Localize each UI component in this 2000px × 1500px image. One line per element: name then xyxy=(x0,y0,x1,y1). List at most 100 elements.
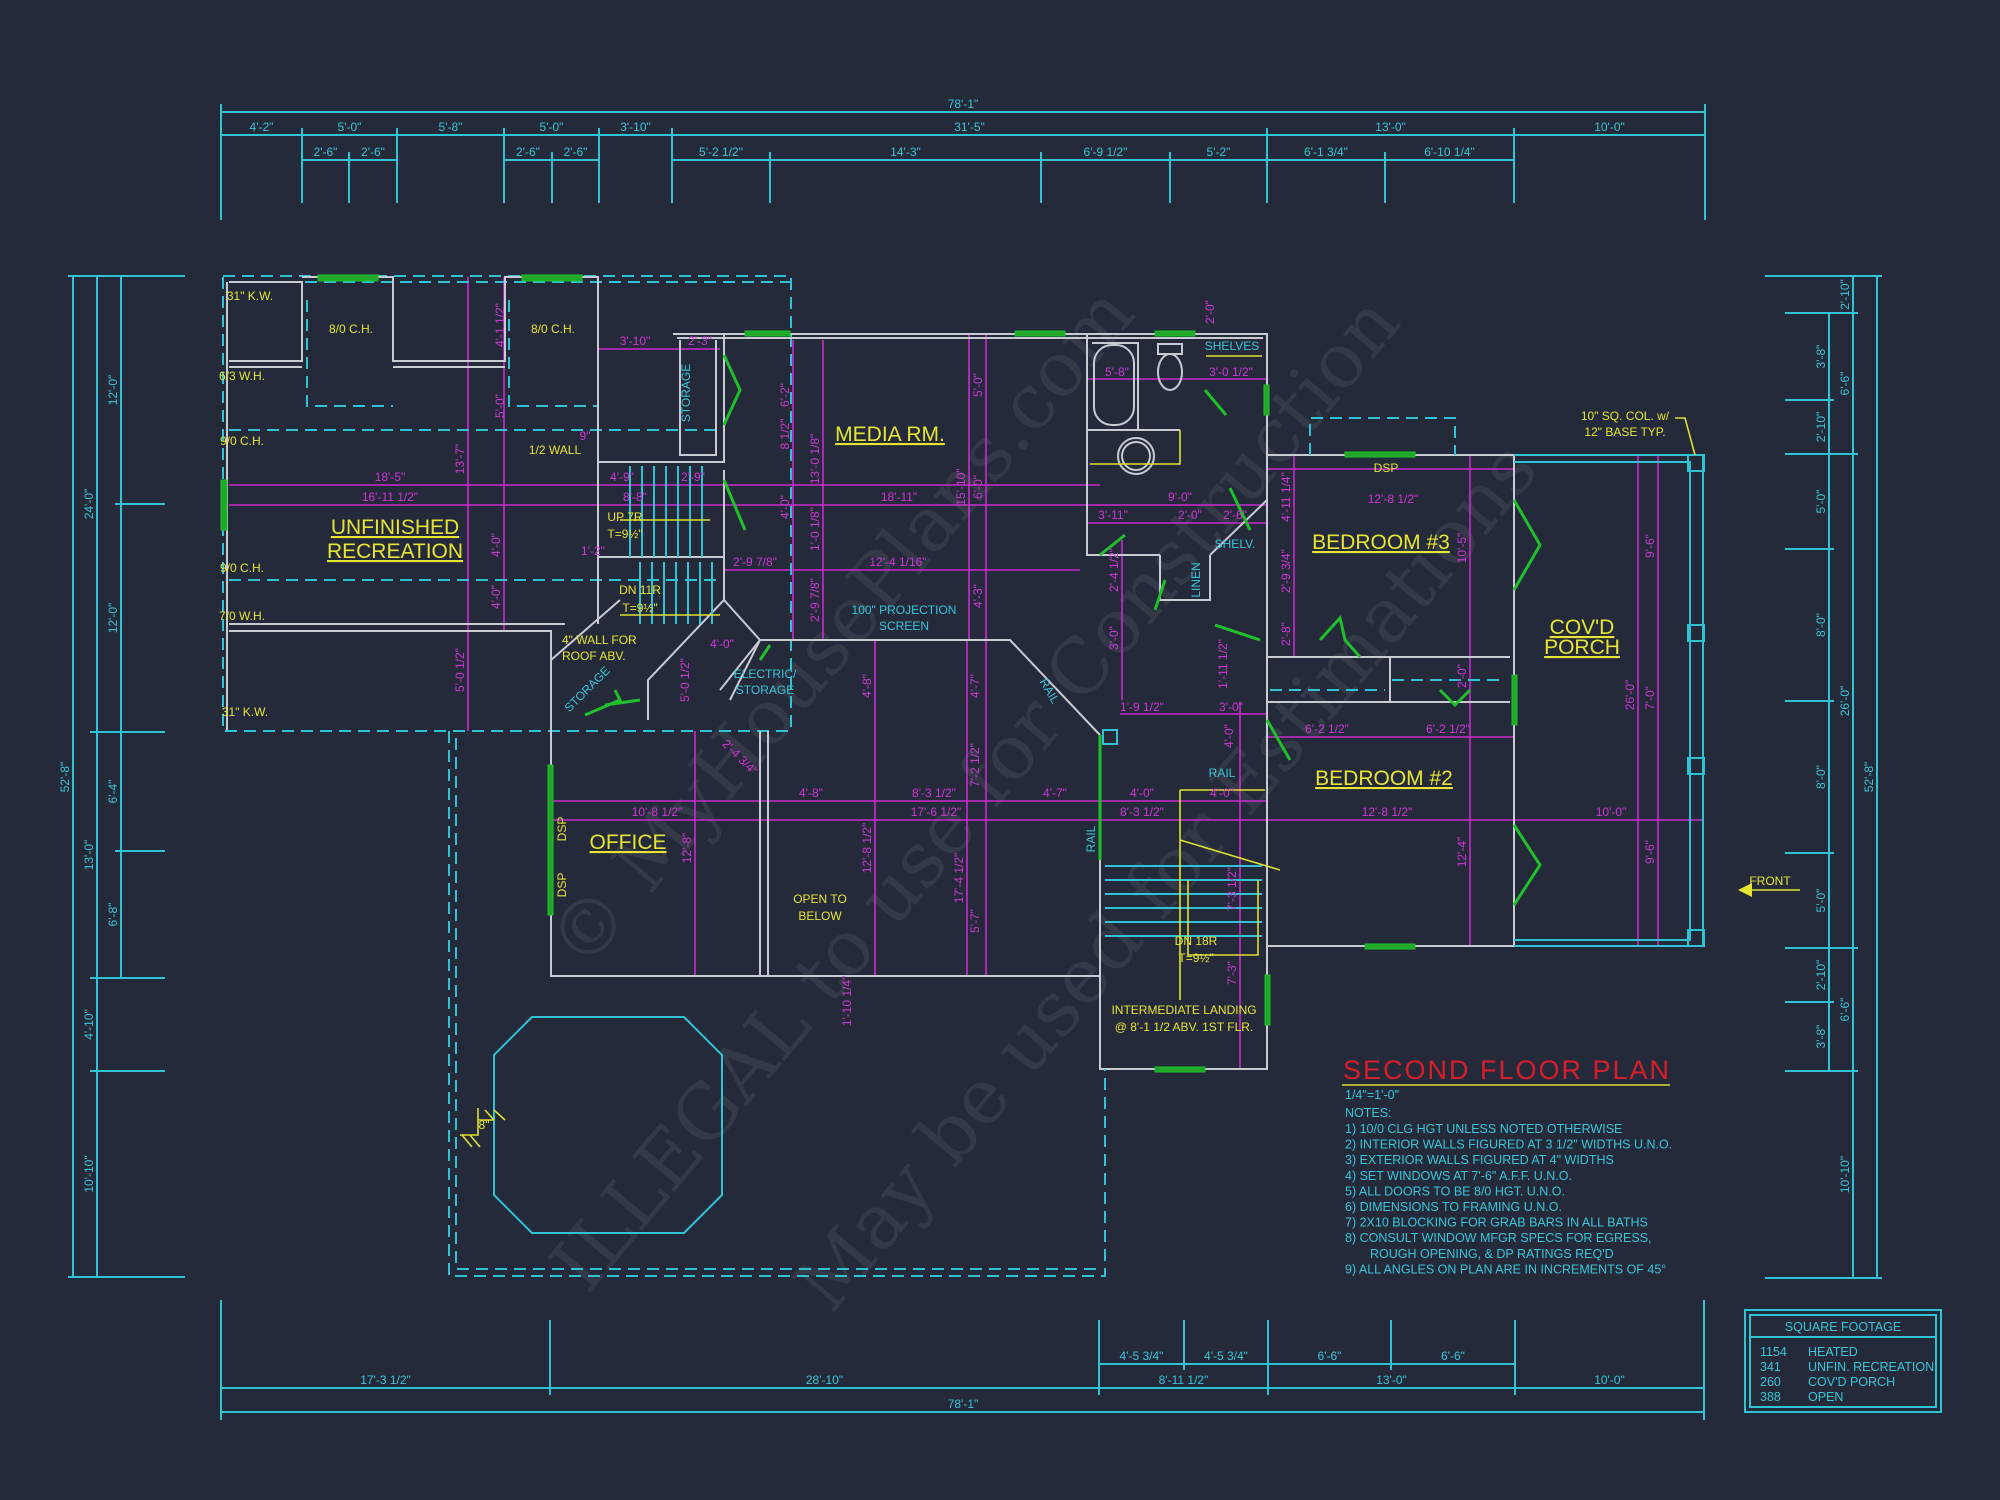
top-dimension: 4'-2" xyxy=(250,120,274,134)
bottom-dimension: 4'-5 3/4" xyxy=(1204,1349,1248,1363)
right-dimension: 3'-8" xyxy=(1814,1025,1828,1049)
square-footage-heading: SQUARE FOOTAGE xyxy=(1785,1320,1901,1334)
note-item: ROUGH OPENING, & DP RATINGS REQ'D xyxy=(1370,1247,1614,1261)
interior-dimension: 4'-11 1/4" xyxy=(1279,472,1293,522)
left-dimension: 6'-4" xyxy=(106,780,120,804)
interior-dimension: 3'-0" xyxy=(1219,700,1243,714)
label-linen: LINEN xyxy=(1189,562,1203,597)
dimensions-left-overall: 52'-8" xyxy=(58,762,72,793)
interior-dimension: 4'-0" xyxy=(1222,724,1236,748)
left-dimension: 12'-0" xyxy=(106,375,120,406)
interior-dimension: 2'-9 7/8" xyxy=(733,555,777,569)
label-electric-1: ELECTRIC/ xyxy=(734,667,797,681)
interior-dimension: 6'-2" xyxy=(778,383,792,407)
label-up-stair: UP 7R xyxy=(607,510,642,524)
stair-treads xyxy=(629,466,1262,937)
right-dimension-lines xyxy=(1765,275,1882,1279)
label-ch-2: 8/0 C.H. xyxy=(531,322,575,336)
right-dimension: 5'-0" xyxy=(1814,490,1828,514)
interior-dimension: 2'-3" xyxy=(688,334,712,348)
sf-label: UNFIN. RECREATION xyxy=(1808,1360,1934,1374)
bottom-dimension: 8'-11 1/2" xyxy=(1159,1373,1209,1387)
sf-value: 341 xyxy=(1760,1360,1781,1374)
interior-dimension: 4'-7" xyxy=(968,674,982,698)
interior-dimension: 4'-0" xyxy=(778,495,792,519)
interior-dimension: 2'-9 7/8" xyxy=(808,578,822,622)
interior-dimension: 12'-4 1/16" xyxy=(869,555,926,569)
interior-dimension: 2'-0" xyxy=(1178,508,1202,522)
rooms-porch-1: COV'D xyxy=(1550,616,1615,639)
interior-dimension: 10'-0" xyxy=(1596,805,1627,819)
bottom-dimension: 6'-6" xyxy=(1318,1349,1342,1363)
interior-dimension: 6'-2 1/2" xyxy=(1426,722,1470,736)
top-dimension: 5'-0" xyxy=(540,120,564,134)
label-storage-1: STORAGE xyxy=(679,364,693,422)
bottom-dimension: 13'-0" xyxy=(1376,1373,1407,1387)
note-item: 6) DIMENSIONS TO FRAMING U.N.O. xyxy=(1345,1200,1562,1214)
interior-dimension: 10'-5" xyxy=(1455,533,1469,564)
interior-dimension: 6'-0" xyxy=(971,475,985,499)
label-column-1: 10" SQ. COL. w/ xyxy=(1581,409,1670,423)
interior-dimension: 4'-0" xyxy=(489,585,503,609)
top-dimension: 2'-6" xyxy=(564,145,588,159)
interior-dimension: 7'-0" xyxy=(1643,686,1657,710)
top-dimension: 10'-0" xyxy=(1594,120,1625,134)
label-projection-2: SCREEN xyxy=(879,619,929,633)
interior-dimension: 8'-3 1/2" xyxy=(912,786,956,800)
left-dimension-lines xyxy=(68,275,185,1278)
label-ch-1: 8/0 C.H. xyxy=(329,322,373,336)
interior-dimension: 16'-11 1/2" xyxy=(362,490,418,504)
label-dsp-bed: DSP xyxy=(1374,461,1399,475)
sf-value: 1154 xyxy=(1760,1345,1787,1359)
interior-dimension: 26'-0" xyxy=(1623,680,1637,711)
interior-dimension: 4'-0" xyxy=(710,637,734,651)
interior-dimension: 2'-9 3/4" xyxy=(1279,549,1293,593)
covered-porch xyxy=(1102,417,1705,947)
interior-dimension: 3'-0 1/2" xyxy=(1209,365,1253,379)
interior-dimension: 15'-10" xyxy=(954,468,968,505)
stairs xyxy=(620,466,1281,1000)
left-dimension: 13'-0" xyxy=(82,840,96,871)
interior-dimension: 12'-8 1/2" xyxy=(860,823,874,874)
label-kw-bottom: 31" K.W. xyxy=(222,705,268,719)
sf-label: OPEN xyxy=(1808,1390,1843,1404)
rooms-unfinished-2: RECREATION xyxy=(327,540,463,563)
main-walls xyxy=(550,333,1515,1070)
interior-dimension: 1'-11 1/2" xyxy=(1216,639,1230,689)
sf-value: 260 xyxy=(1760,1375,1781,1389)
top-dimension: 6'-9 1/2" xyxy=(1084,145,1128,159)
interior-dimension: 12'-8" xyxy=(680,833,694,864)
interior-dimension: 7'-2 1/2" xyxy=(968,743,982,787)
label-electric-2: STORAGE xyxy=(736,683,794,697)
rooms-bedroom2: BEDROOM #2 xyxy=(1315,767,1453,790)
interior-dimension: 4'-8" xyxy=(799,786,823,800)
rooms-porch-2: PORCH xyxy=(1544,636,1620,659)
interior-dimension: 17'-6 1/2" xyxy=(911,805,962,819)
label-step: 8" xyxy=(479,1118,490,1132)
right-dimension: 26'-0" xyxy=(1838,686,1852,717)
interior-dimension: 4'-3" xyxy=(971,584,985,608)
label-dn18-2: T=9½" xyxy=(1178,951,1213,965)
interior-dimension: 18'-11" xyxy=(881,490,917,504)
interior-dimension: 5'-0" xyxy=(971,373,985,397)
note-item: 8) CONSULT WINDOW MFGR SPECS FOR EGRESS, xyxy=(1345,1231,1652,1245)
left-dimension: 4'-10" xyxy=(82,1009,96,1040)
left-dimension: 10'-10" xyxy=(82,1155,96,1192)
left-dimension: 24'-0" xyxy=(82,489,96,520)
top-dimension: 5'-2 1/2" xyxy=(699,145,743,159)
label-column-2: 12" BASE TYP. xyxy=(1584,425,1665,439)
doors-and-windows xyxy=(547,330,1542,1073)
interior-dimension: 9'-0" xyxy=(1168,490,1192,504)
label-dn18-1: DN 18R xyxy=(1175,934,1218,948)
interior-dimension: 5'-8" xyxy=(1105,365,1129,379)
label-landing-1: INTERMEDIATE LANDING xyxy=(1111,1003,1256,1017)
label-up-tread: T=9½" xyxy=(607,527,642,541)
right-dimension: 6'-6" xyxy=(1838,372,1852,396)
label-wh-63: 6/3 W.H. xyxy=(219,369,265,383)
interior-dimension: 4'-0" xyxy=(1130,786,1154,800)
bottom-dimension: 17'-3 1/2" xyxy=(360,1373,411,1387)
right-dimension: 2'-10" xyxy=(1814,412,1828,443)
interior-dimension: 6'-2 1/2" xyxy=(1305,722,1349,736)
interior-dimension: 1'-2" xyxy=(581,544,605,558)
